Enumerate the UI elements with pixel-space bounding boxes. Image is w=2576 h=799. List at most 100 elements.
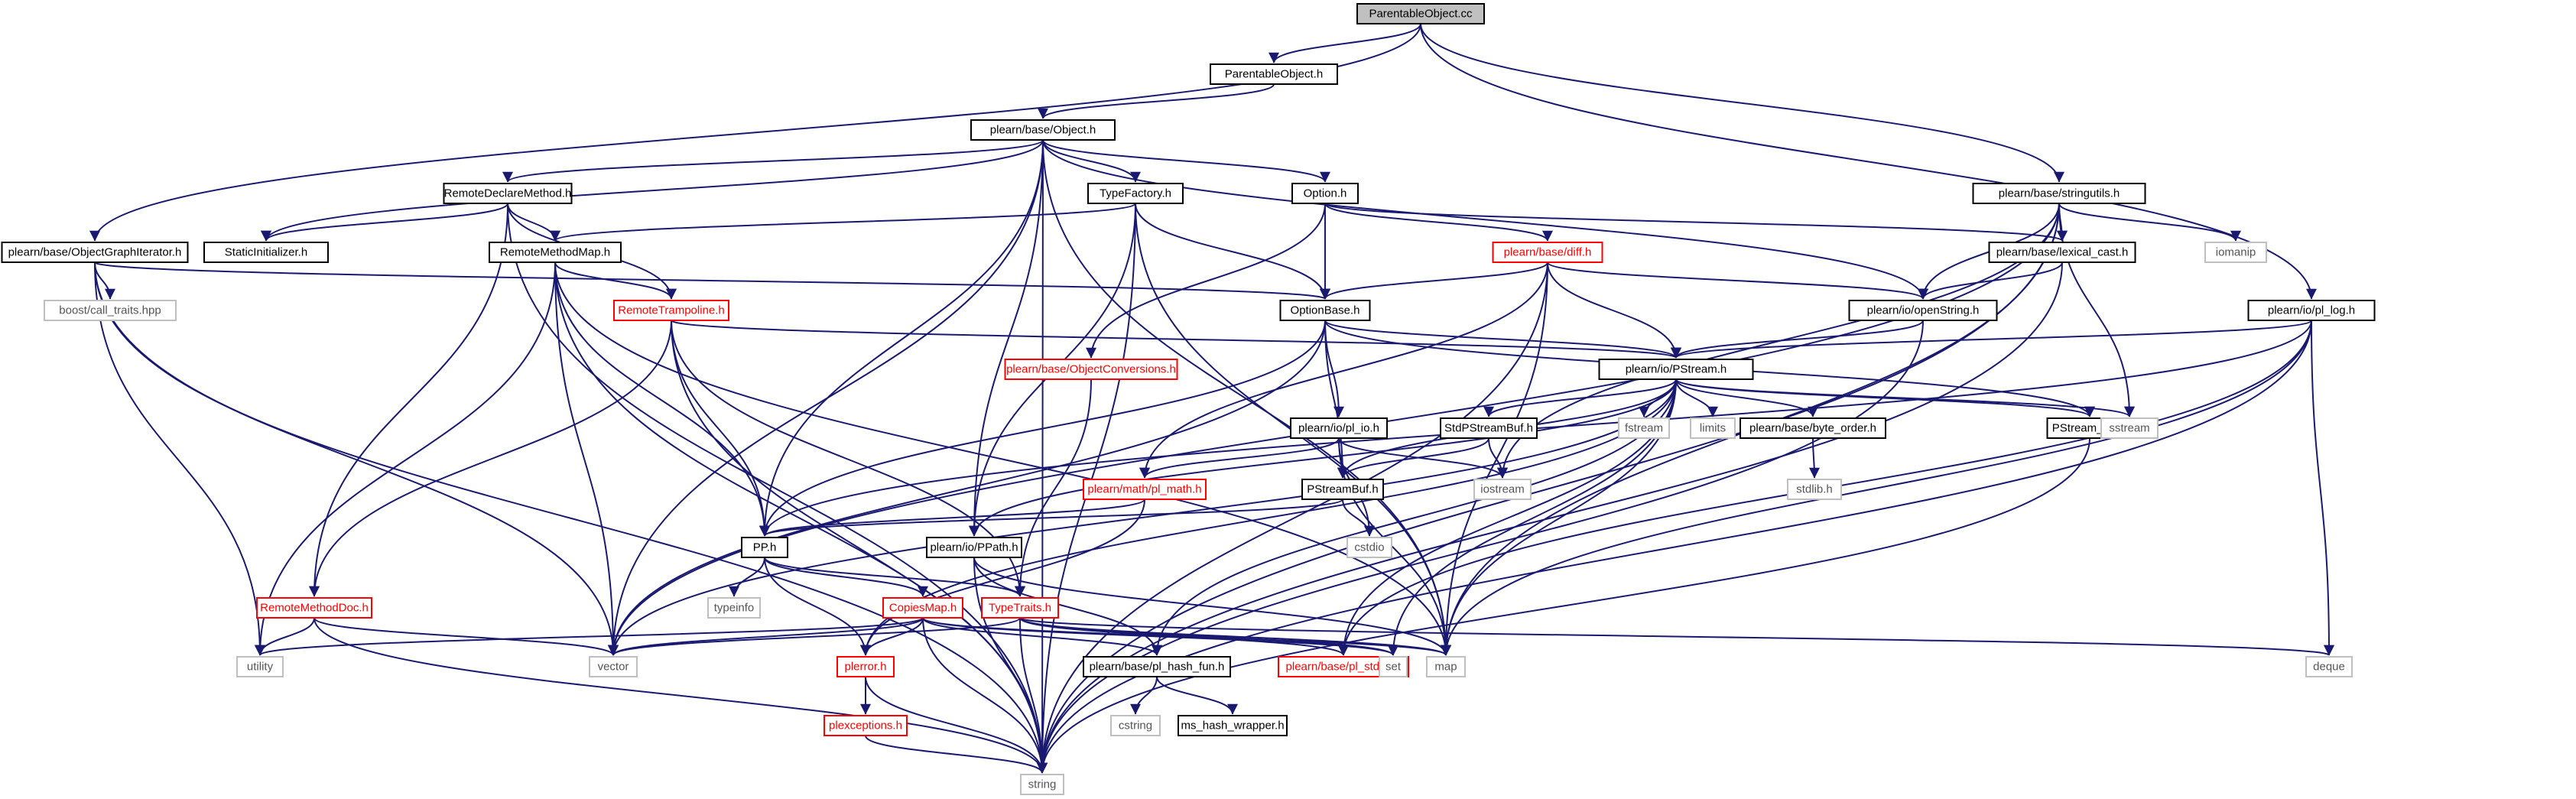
- node-box[interactable]: [926, 537, 1022, 558]
- node-box[interactable]: [1440, 417, 1538, 439]
- node-box[interactable]: [1279, 300, 1371, 321]
- node-box[interactable]: [1210, 63, 1338, 85]
- node-label[interactable]: plearn/base/Object.h: [990, 124, 1096, 137]
- node-box[interactable]: [882, 597, 963, 619]
- node-box[interactable]: [741, 537, 788, 558]
- node-stringutils[interactable]: plearn/base/stringutils.h: [1972, 183, 2146, 204]
- node-label[interactable]: plearn/base/stringutils.h: [1999, 187, 2120, 200]
- node-box[interactable]: [203, 242, 329, 263]
- edge-copiesmap-to-plerror: [860, 617, 924, 656]
- node-label[interactable]: ParentableObject.h: [1225, 68, 1323, 81]
- node-label[interactable]: plearn/io/pl_log.h: [2268, 304, 2355, 317]
- node-typefactory[interactable]: TypeFactory.h: [1087, 183, 1184, 204]
- node-copiesmap[interactable]: CopiesMap.h: [882, 597, 963, 619]
- node-remotedeclare[interactable]: RemoteDeclareMethod.h: [443, 183, 573, 204]
- node-label[interactable]: plearn/io/pl_io.h: [1298, 422, 1379, 435]
- node-label[interactable]: StdPStreamBuf.h: [1444, 422, 1533, 435]
- node-label[interactable]: CopiesMap.h: [889, 602, 957, 615]
- node-label[interactable]: PP.h: [753, 541, 777, 554]
- node-label[interactable]: plearn/base/diff.h: [1504, 246, 1592, 259]
- node-box[interactable]: [1, 242, 189, 263]
- node-label[interactable]: plearn/io/PPath.h: [930, 541, 1018, 554]
- node-objgraph[interactable]: plearn/base/ObjectGraphIterator.h: [1, 242, 189, 263]
- node-option_h[interactable]: Option.h: [1291, 183, 1359, 204]
- node-label[interactable]: plearn/base/byte_order.h: [1749, 422, 1876, 435]
- edge-copiesmap-to-pl_hash_fun: [922, 617, 1162, 656]
- node-box[interactable]: [836, 656, 895, 677]
- node-box[interactable]: [1972, 183, 2146, 204]
- node-label[interactable]: PStreamBuf.h: [1307, 483, 1378, 496]
- node-label[interactable]: TypeFactory.h: [1100, 187, 1171, 200]
- node-box[interactable]: [1178, 715, 1288, 736]
- node-parentable_h[interactable]: ParentableObject.h: [1210, 63, 1338, 85]
- node-plexceptions[interactable]: plexceptions.h: [823, 715, 908, 736]
- node-pl_log[interactable]: plearn/io/pl_log.h: [2247, 300, 2376, 321]
- node-box: [1690, 417, 1736, 439]
- node-typetraits[interactable]: TypeTraits.h: [981, 597, 1059, 619]
- node-pstreambuf[interactable]: PStreamBuf.h: [1301, 479, 1384, 500]
- node-label[interactable]: RemoteMethodDoc.h: [260, 602, 369, 615]
- node-lexical_cast[interactable]: plearn/base/lexical_cast.h: [1988, 242, 2136, 263]
- node-box[interactable]: [613, 300, 729, 321]
- node-box[interactable]: [1598, 359, 1754, 380]
- node-label[interactable]: plexceptions.h: [829, 719, 902, 732]
- node-box[interactable]: [1740, 417, 1886, 439]
- node-diff_h[interactable]: plearn/base/diff.h: [1492, 242, 1603, 263]
- node-label[interactable]: StaticInitializer.h: [225, 246, 307, 259]
- node-box[interactable]: [1087, 183, 1184, 204]
- node-pl_math[interactable]: plearn/math/pl_math.h: [1083, 479, 1207, 500]
- node-label[interactable]: RemoteTrampoline.h: [618, 304, 725, 317]
- node-pl_io[interactable]: plearn/io/pl_io.h: [1290, 417, 1388, 439]
- node-box[interactable]: [443, 183, 573, 204]
- node-box[interactable]: [2247, 300, 2376, 321]
- node-box[interactable]: [1291, 183, 1359, 204]
- node-ms_hash[interactable]: ms_hash_wrapper.h: [1178, 715, 1288, 736]
- node-openstring[interactable]: plearn/io/openString.h: [1848, 300, 1998, 321]
- node-label[interactable]: plerror.h: [844, 661, 886, 674]
- node-box[interactable]: [970, 119, 1116, 141]
- node-pp_h[interactable]: PP.h: [741, 537, 788, 558]
- node-label[interactable]: ms_hash_wrapper.h: [1181, 719, 1284, 732]
- node-pl_hash_fun[interactable]: plearn/base/pl_hash_fun.h: [1083, 656, 1231, 677]
- node-staticinit[interactable]: StaticInitializer.h: [203, 242, 329, 263]
- node-byte_order[interactable]: plearn/base/byte_order.h: [1740, 417, 1886, 439]
- node-box[interactable]: [1492, 242, 1603, 263]
- node-optionbase[interactable]: OptionBase.h: [1279, 300, 1371, 321]
- node-label[interactable]: Option.h: [1304, 187, 1347, 200]
- node-box[interactable]: [1083, 656, 1231, 677]
- node-box[interactable]: [1301, 479, 1384, 500]
- node-ppath[interactable]: plearn/io/PPath.h: [926, 537, 1022, 558]
- node-box[interactable]: [981, 597, 1059, 619]
- edge-object_h-to-pp_h: [759, 139, 1044, 537]
- node-label[interactable]: plearn/base/pl_stdint.h: [1286, 661, 1402, 674]
- node-label[interactable]: plearn/math/pl_math.h: [1087, 483, 1201, 496]
- node-label[interactable]: plearn/io/openString.h: [1867, 304, 1980, 317]
- node-box[interactable]: [1988, 242, 2136, 263]
- node-remotetrampoline[interactable]: RemoteTrampoline.h: [613, 300, 729, 321]
- node-label[interactable]: plearn/base/pl_hash_fun.h: [1090, 661, 1225, 674]
- node-box[interactable]: [1004, 359, 1178, 380]
- node-label[interactable]: plearn/io/PStream.h: [1626, 363, 1727, 376]
- node-label[interactable]: RemoteDeclareMethod.h: [444, 187, 572, 200]
- node-label[interactable]: plearn/base/ObjectConversions.h: [1006, 363, 1176, 376]
- node-box[interactable]: [256, 597, 372, 619]
- node-plerror[interactable]: plerror.h: [836, 656, 895, 677]
- node-label[interactable]: RemoteMethodMap.h: [500, 246, 610, 259]
- node-box[interactable]: [489, 242, 622, 263]
- node-remotemethodmap[interactable]: RemoteMethodMap.h: [489, 242, 622, 263]
- node-stdpstreambuf[interactable]: StdPStreamBuf.h: [1440, 417, 1538, 439]
- node-objconv[interactable]: plearn/base/ObjectConversions.h: [1004, 359, 1178, 380]
- node-label[interactable]: TypeTraits.h: [989, 602, 1051, 615]
- node-label[interactable]: plearn/base/ObjectGraphIterator.h: [8, 246, 182, 259]
- node-box[interactable]: [1290, 417, 1388, 439]
- edge-pl_log-to-pp_h: [759, 320, 2312, 537]
- node-box[interactable]: [1848, 300, 1998, 321]
- node-box[interactable]: [823, 715, 908, 736]
- node-label[interactable]: plearn/base/lexical_cast.h: [1996, 246, 2129, 259]
- node-remotemethoddoc[interactable]: RemoteMethodDoc.h: [256, 597, 372, 619]
- node-box[interactable]: [1083, 479, 1207, 500]
- node-pstream[interactable]: plearn/io/PStream.h: [1598, 359, 1754, 380]
- node-box: [1787, 479, 1842, 500]
- node-object_h[interactable]: plearn/base/Object.h: [970, 119, 1116, 141]
- node-label[interactable]: OptionBase.h: [1291, 304, 1360, 317]
